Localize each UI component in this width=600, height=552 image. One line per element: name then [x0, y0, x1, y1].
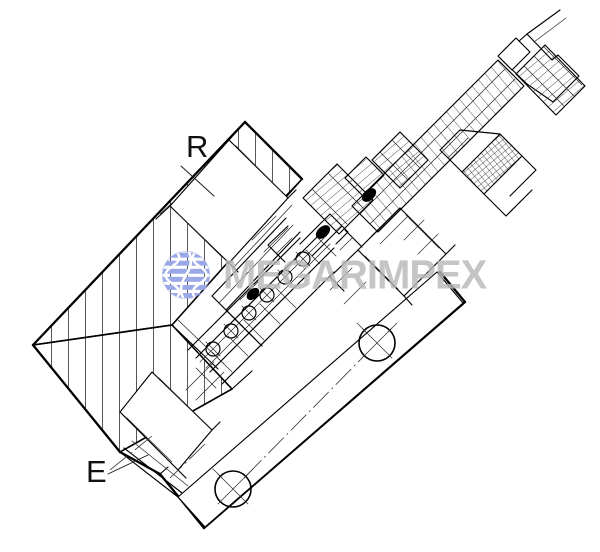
body-section-face — [32, 121, 303, 348]
spindle-hatched-body — [351, 59, 525, 233]
knurled-lock-cap — [497, 33, 586, 116]
body-internal-bore — [211, 217, 301, 347]
oring-seal-2 — [361, 188, 377, 202]
label-port-r: R — [186, 129, 208, 164]
label-leaders — [107, 165, 215, 475]
spindle-collar — [344, 156, 385, 197]
mounting-holes — [109, 322, 398, 508]
poppet-seat-detail — [267, 213, 363, 265]
label-port-e: E — [86, 454, 107, 489]
detail-strokes — [185, 215, 439, 401]
adjuster-cartridge-assembly — [246, 9, 586, 301]
hex-nut-upper — [371, 131, 429, 189]
body-mounting-face — [177, 271, 464, 528]
mounting-hole-upper-right — [356, 322, 398, 362]
crosshatch-seal-block — [461, 133, 523, 195]
valve-body-block — [31, 120, 467, 530]
mounting-hole-lower-left — [212, 468, 254, 508]
hex-nut-lower — [302, 163, 374, 235]
spring-coil-sections — [205, 251, 311, 357]
compression-spring — [187, 233, 335, 389]
